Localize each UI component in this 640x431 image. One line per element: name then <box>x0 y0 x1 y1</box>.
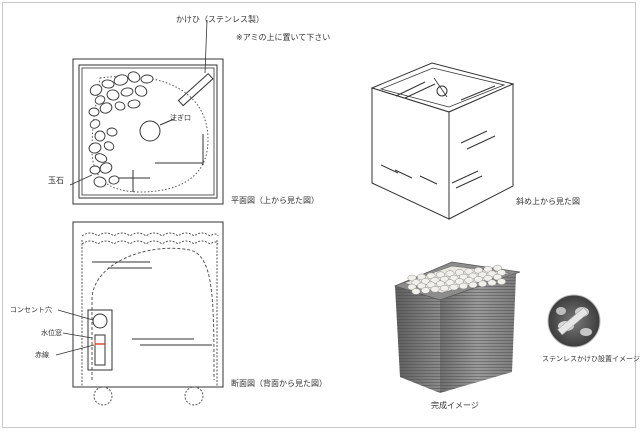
pebble <box>106 127 118 137</box>
pebble <box>88 107 100 117</box>
pebble <box>89 165 101 175</box>
section-gravel-band-bottom <box>81 240 219 245</box>
plan-inner-frame-2 <box>81 67 215 196</box>
pebble <box>89 84 103 96</box>
pebble <box>449 283 459 291</box>
water-window-leader-line <box>62 332 93 339</box>
section-foot-left <box>93 386 113 406</box>
tamaishi-leader-line <box>69 174 93 186</box>
section-view-drawing <box>55 221 224 406</box>
oblique-left-line-1 <box>380 164 399 174</box>
oblique-left-line-3 <box>419 175 438 185</box>
section-foot-right <box>184 386 204 406</box>
pebble <box>88 142 102 154</box>
section-gravel-band-top <box>81 232 219 237</box>
outlet-leader-line <box>57 309 94 321</box>
outlet-hole <box>92 313 108 329</box>
oblique-right-line-1 <box>460 130 488 144</box>
box-pebbles <box>407 264 506 295</box>
plan-view-label: 平面図（上から見た図） <box>231 196 319 205</box>
oblique-right-face <box>448 83 514 220</box>
water-window-frame <box>87 309 113 371</box>
red-line-leader-line <box>55 344 95 356</box>
plan-outer-frame <box>72 58 224 205</box>
pebble <box>113 74 129 86</box>
oblique-spout-circle <box>436 85 448 97</box>
box-right-stripes <box>440 274 516 393</box>
plan-spout-leader <box>159 118 175 126</box>
pebble <box>93 176 107 188</box>
kakehi-inset-photo <box>547 294 601 348</box>
pebble <box>430 286 440 293</box>
oblique-top-line-2 <box>404 83 436 99</box>
plan-pebbles <box>88 71 154 188</box>
water-window-inner <box>94 334 106 366</box>
oblique-view-drawing <box>370 62 515 220</box>
plan-spout-circle <box>139 120 161 142</box>
pebble <box>120 87 134 97</box>
oblique-right-line-4 <box>455 175 483 189</box>
pebble <box>440 284 449 292</box>
completed-image-label: 完成イメージ <box>431 401 479 410</box>
water-window-label: 水位窓 <box>41 329 62 337</box>
kakehi-image-label: ステンレスかけひ設置イメージ <box>542 355 640 363</box>
pebble <box>103 141 115 151</box>
plan-dotted-contour <box>91 75 209 193</box>
pebble <box>411 288 421 295</box>
tamaishi-label: 玉石 <box>48 176 64 185</box>
pebble <box>114 101 126 111</box>
oblique-diag-line <box>433 77 448 98</box>
oblique-right-line-2 <box>466 135 496 150</box>
pebble <box>108 175 120 185</box>
sosogiguchi-label: 注ぎ口 <box>170 114 191 122</box>
pebble <box>468 281 478 289</box>
pebble <box>106 89 120 101</box>
pebble <box>459 282 468 290</box>
pebble <box>478 280 487 288</box>
pebble <box>94 153 108 163</box>
red-line-label: 赤線 <box>35 351 49 359</box>
page-frame <box>2 2 636 428</box>
section-outer-frame <box>72 221 224 388</box>
oblique-top-line-1 <box>395 81 426 97</box>
oblique-top-line-3 <box>460 85 496 101</box>
completed-image <box>393 261 521 393</box>
pebble <box>94 95 106 105</box>
kakehi-label: かけひ（ステンレス製） <box>176 15 264 24</box>
outlet-label: コンセント穴 <box>10 306 52 314</box>
plan-kakehi-pipe <box>177 72 214 107</box>
oblique-view-label: 斜め上から見た図 <box>516 197 580 206</box>
box-left-stripes <box>395 286 440 393</box>
note-label: ※アミの上に置いて下さい <box>236 33 331 42</box>
pebble <box>99 162 113 174</box>
pebble <box>101 79 115 89</box>
oblique-top-inner <box>379 67 506 108</box>
section-dome-contour <box>91 247 215 381</box>
plan-inner-frame <box>78 64 218 199</box>
section-view-label: 断面図（背面から見た図） <box>231 379 327 388</box>
pebble <box>94 130 106 142</box>
pebble <box>127 99 141 109</box>
oblique-left-line-2 <box>394 169 413 179</box>
pebble <box>89 119 101 129</box>
pebble <box>134 85 148 97</box>
pebble <box>487 279 497 286</box>
pebble <box>421 287 430 294</box>
pebble <box>140 74 154 84</box>
oblique-right-line-3 <box>451 170 479 184</box>
pebble <box>497 278 506 285</box>
pebble <box>99 102 113 114</box>
pebble <box>127 71 141 83</box>
kakehi-leader-line <box>204 19 208 74</box>
